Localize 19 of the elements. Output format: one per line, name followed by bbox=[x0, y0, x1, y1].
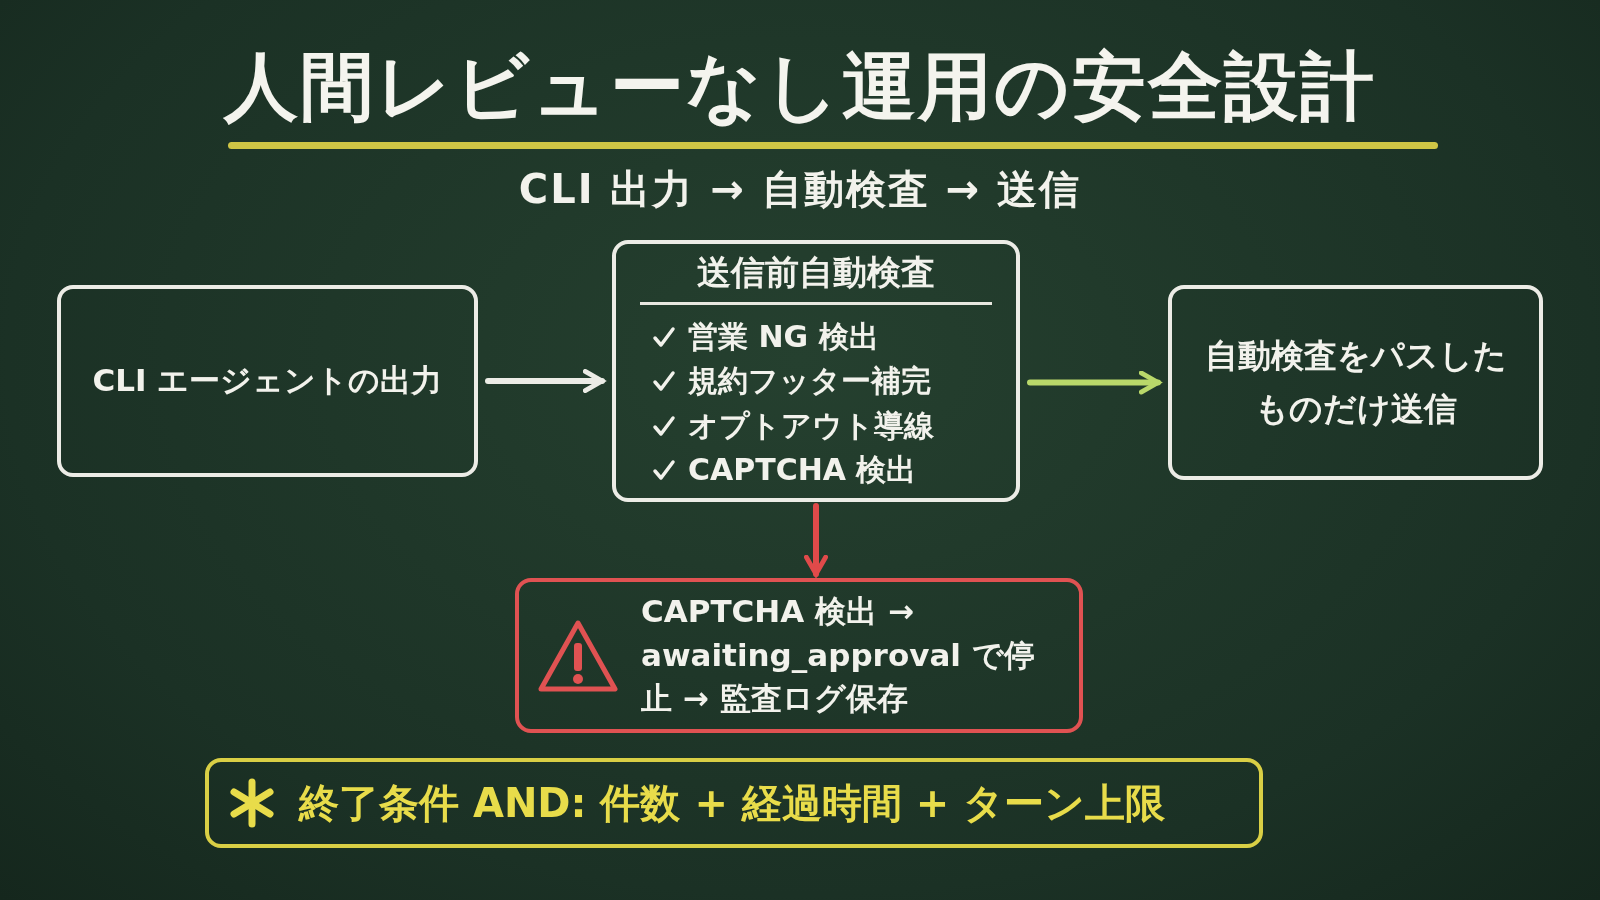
checklist-item: CAPTCHA 検出 bbox=[688, 451, 917, 489]
checklist-item: オプトアウト導線 bbox=[688, 406, 934, 445]
arrow bbox=[485, 369, 605, 393]
checklist-item: 規約フッター補完 bbox=[688, 362, 931, 400]
process-box bbox=[1168, 285, 1543, 480]
box-text: CLI エージェントの出力 bbox=[92, 361, 443, 401]
checklist-item: 営業 NG 検出 bbox=[688, 317, 879, 356]
box-text: 自動検査をパスしたものだけ送信 bbox=[1203, 334, 1508, 430]
box-heading: 送信前自動検査 bbox=[640, 249, 992, 305]
process-box bbox=[57, 285, 478, 477]
warning-box bbox=[515, 578, 1083, 733]
box-text: CAPTCHA 検出 → awaiting_approval で停止 → 監査ログ保存 bbox=[641, 592, 1036, 719]
arrow bbox=[804, 503, 828, 577]
checklist-box bbox=[612, 240, 1020, 502]
arrow bbox=[1027, 370, 1161, 395]
title: 人間レビューなし運用の安全設計 bbox=[222, 42, 1377, 131]
subtitle: CLI 出力 → 自動検査 → 送信 bbox=[517, 165, 1083, 214]
note-box bbox=[205, 758, 1263, 848]
note-text: 終了条件 AND: 件数 + 経過時間 + ターン上限 bbox=[299, 779, 1166, 828]
